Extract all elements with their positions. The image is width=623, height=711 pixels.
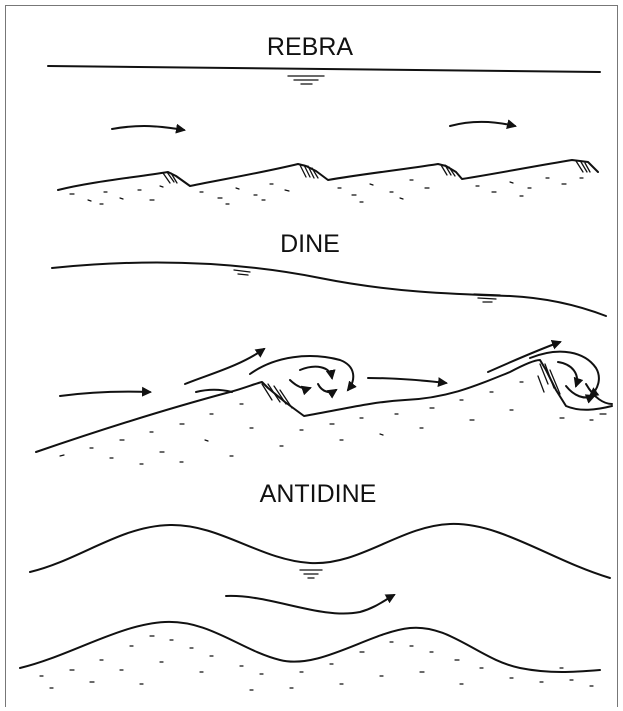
flow-arrow <box>60 392 150 396</box>
sand-stipple <box>70 178 583 204</box>
flow-arrow <box>450 122 515 126</box>
flow-arrow <box>185 349 264 384</box>
panel-rebra: REBRA <box>48 33 600 204</box>
water-surface-line <box>52 263 606 316</box>
flow-eddies <box>250 352 612 404</box>
water-surface-symbol <box>300 570 322 578</box>
flow-arrow <box>368 378 446 383</box>
panel-title-antidine: ANTIDINE <box>260 480 377 508</box>
flow-arrow <box>226 595 394 614</box>
sand-stipple <box>40 636 593 690</box>
dune-slip-faces <box>262 364 560 408</box>
sand-stipple <box>60 382 606 464</box>
water-surface-line <box>48 66 600 72</box>
panel-title-dine: DINE <box>280 230 340 258</box>
panel-antidine: ANTIDINE <box>20 480 610 690</box>
dune-bed-profile <box>36 360 612 452</box>
flow-arrow <box>488 342 560 372</box>
panel-dine: DINE <box>36 230 612 464</box>
water-surface-symbol <box>288 76 324 84</box>
panel-title-rebra: REBRA <box>267 33 353 61</box>
flow-arrow <box>112 126 184 130</box>
ripple-bed-profile <box>58 160 598 190</box>
dune-bed-profile <box>196 390 232 392</box>
antidune-bed-profile <box>20 622 600 672</box>
